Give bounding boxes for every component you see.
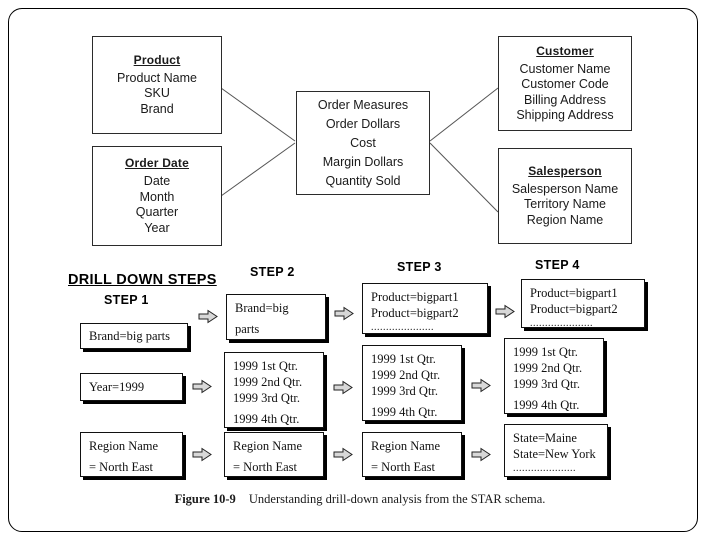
arrow-icon-region-3-4 xyxy=(471,447,491,462)
schema-measure: Cost xyxy=(350,135,376,150)
schema-box-customer[interactable]: Customer Customer Name Customer Code Bil… xyxy=(498,36,632,131)
cell-line: 1999 3rd Qtr. xyxy=(371,384,439,398)
schema-box-title: Product xyxy=(133,52,181,67)
step-label-2: STEP 2 xyxy=(250,265,295,279)
step-number: 3 xyxy=(434,260,442,274)
step-word: STEP xyxy=(397,260,431,274)
schema-box-salesperson[interactable]: Salesperson Salesperson Name Territory N… xyxy=(498,148,632,244)
drilldown-cell-region-step4[interactable]: State=Maine State=New York .............… xyxy=(504,424,608,477)
schema-attribute: Brand xyxy=(140,101,174,116)
cell-ellipsis: ..................... xyxy=(530,318,593,328)
drilldown-cell-year-step4[interactable]: 1999 1st Qtr. 1999 2nd Qtr. 1999 3rd Qtr… xyxy=(504,338,604,414)
step-number: 2 xyxy=(287,265,295,279)
cell-line: 1999 4th Qtr. xyxy=(513,398,580,412)
figure-number: Figure 10-9 xyxy=(174,492,236,506)
schema-attribute: Salesperson Name xyxy=(511,181,619,196)
schema-attribute: Quarter xyxy=(135,205,179,219)
schema-box-title: Salesperson xyxy=(528,163,602,178)
cell-line: = North East xyxy=(89,460,153,474)
cell-ellipsis: ..................... xyxy=(513,463,576,474)
schema-box-title: Order Date xyxy=(124,156,190,170)
schema-box-title: Order Measures xyxy=(317,97,409,112)
step-word: STEP xyxy=(535,258,569,272)
drilldown-cell-brand-step2[interactable]: Brand=big parts xyxy=(226,294,326,340)
drilldown-cell-brand-step3[interactable]: Product=bigpart1 Product=bigpart2 ......… xyxy=(362,283,488,334)
schema-attribute: Month xyxy=(139,189,175,204)
schema-attribute: Product Name xyxy=(117,70,197,85)
arrow-icon-brand-3-4 xyxy=(495,304,515,319)
drill-down-title: DRILL DOWN STEPS xyxy=(68,272,217,288)
cell-line: 1999 2nd Qtr. xyxy=(233,375,303,389)
cell-ellipsis: ..................... xyxy=(371,322,434,333)
step-word: STEP xyxy=(250,265,284,279)
schema-attribute: Date xyxy=(143,174,171,188)
cell-line: Year=1999 xyxy=(89,380,145,394)
schema-box-order-measures[interactable]: Order Measures Order Dollars Cost Margin… xyxy=(296,91,430,195)
cell-line: Region Name xyxy=(89,439,159,453)
cell-line: 1999 3rd Qtr. xyxy=(233,391,301,405)
schema-attribute: Customer Code xyxy=(521,77,609,91)
step-number: 1 xyxy=(141,293,149,307)
cell-line: State=New York xyxy=(513,447,596,461)
cell-line: 1999 4th Qtr. xyxy=(371,405,438,419)
arrow-icon-region-2-3 xyxy=(333,447,353,462)
arrow-icon-year-2-3 xyxy=(333,380,353,395)
schema-attribute: SKU xyxy=(144,86,170,101)
arrow-icon-brand-1-2 xyxy=(198,309,218,324)
cell-line: 1999 2nd Qtr. xyxy=(513,361,583,375)
step-number: 4 xyxy=(572,258,580,272)
figure-caption-text: Understanding drill-down analysis from t… xyxy=(248,492,546,506)
schema-box-product[interactable]: Product Product Name SKU Brand xyxy=(92,36,222,134)
drilldown-cell-year-step1[interactable]: Year=1999 xyxy=(80,373,183,401)
arrow-icon-brand-2-3 xyxy=(334,306,354,321)
cell-line: 1999 1st Qtr. xyxy=(513,345,578,359)
schema-box-title: Customer xyxy=(536,43,594,58)
arrow-icon-year-1-2 xyxy=(192,379,212,394)
drilldown-cell-year-step3[interactable]: 1999 1st Qtr. 1999 2nd Qtr. 1999 3rd Qtr… xyxy=(362,345,462,421)
cell-line: 1999 4th Qtr. xyxy=(233,412,300,426)
schema-measure: Quantity Sold xyxy=(325,173,401,188)
schema-attribute: Billing Address xyxy=(524,92,606,107)
cell-line: Brand=big xyxy=(235,301,289,315)
drilldown-cell-brand-step4[interactable]: Product=bigpart1 Product=bigpart2 ......… xyxy=(521,279,645,328)
drilldown-cell-region-step2[interactable]: Region Name = North East xyxy=(224,432,324,477)
schema-measure: Order Dollars xyxy=(325,116,401,131)
step-label-1: STEP 1 xyxy=(104,293,149,307)
step-label-3: STEP 3 xyxy=(397,260,442,274)
cell-line: 1999 1st Qtr. xyxy=(233,359,298,373)
drilldown-cell-brand-step1[interactable]: Brand=big parts xyxy=(80,323,188,349)
cell-line: Region Name xyxy=(233,439,303,453)
drilldown-cell-region-step1[interactable]: Region Name = North East xyxy=(80,432,183,477)
drilldown-cell-year-step2[interactable]: 1999 1st Qtr. 1999 2nd Qtr. 1999 3rd Qtr… xyxy=(224,352,324,428)
arrow-icon-region-1-2 xyxy=(192,447,212,462)
cell-line: Brand=big parts xyxy=(89,329,170,343)
cell-line: 1999 1st Qtr. xyxy=(371,352,436,366)
cell-line: = North East xyxy=(233,460,297,474)
schema-box-order-date[interactable]: Order Date Date Month Quarter Year xyxy=(92,146,222,246)
schema-attribute: Year xyxy=(144,220,170,235)
cell-line: 1999 2nd Qtr. xyxy=(371,368,441,382)
step-word: STEP xyxy=(104,293,138,307)
cell-line: Product=bigpart2 xyxy=(371,306,459,320)
cell-line: Product=bigpart1 xyxy=(530,286,618,300)
cell-line: Product=bigpart2 xyxy=(530,302,618,316)
step-label-4: STEP 4 xyxy=(535,258,580,272)
schema-attribute: Shipping Address xyxy=(516,108,614,122)
figure-caption: Figure 10-9 Understanding drill-down ana… xyxy=(0,492,720,507)
cell-line: State=Maine xyxy=(513,431,577,445)
arrow-icon-year-3-4 xyxy=(471,378,491,393)
drilldown-cell-region-step3[interactable]: Region Name = North East xyxy=(362,432,462,477)
cell-line: 1999 3rd Qtr. xyxy=(513,377,581,391)
schema-attribute: Territory Name xyxy=(524,197,606,212)
cell-line: = North East xyxy=(371,460,435,474)
cell-line: Product=bigpart1 xyxy=(371,290,459,304)
schema-attribute: Region Name xyxy=(526,212,604,227)
slide-border-frame xyxy=(8,8,698,532)
cell-line: parts xyxy=(235,322,260,336)
cell-line: Region Name xyxy=(371,439,441,453)
schema-attribute: Customer Name xyxy=(519,61,611,76)
schema-measure: Margin Dollars xyxy=(322,154,404,169)
